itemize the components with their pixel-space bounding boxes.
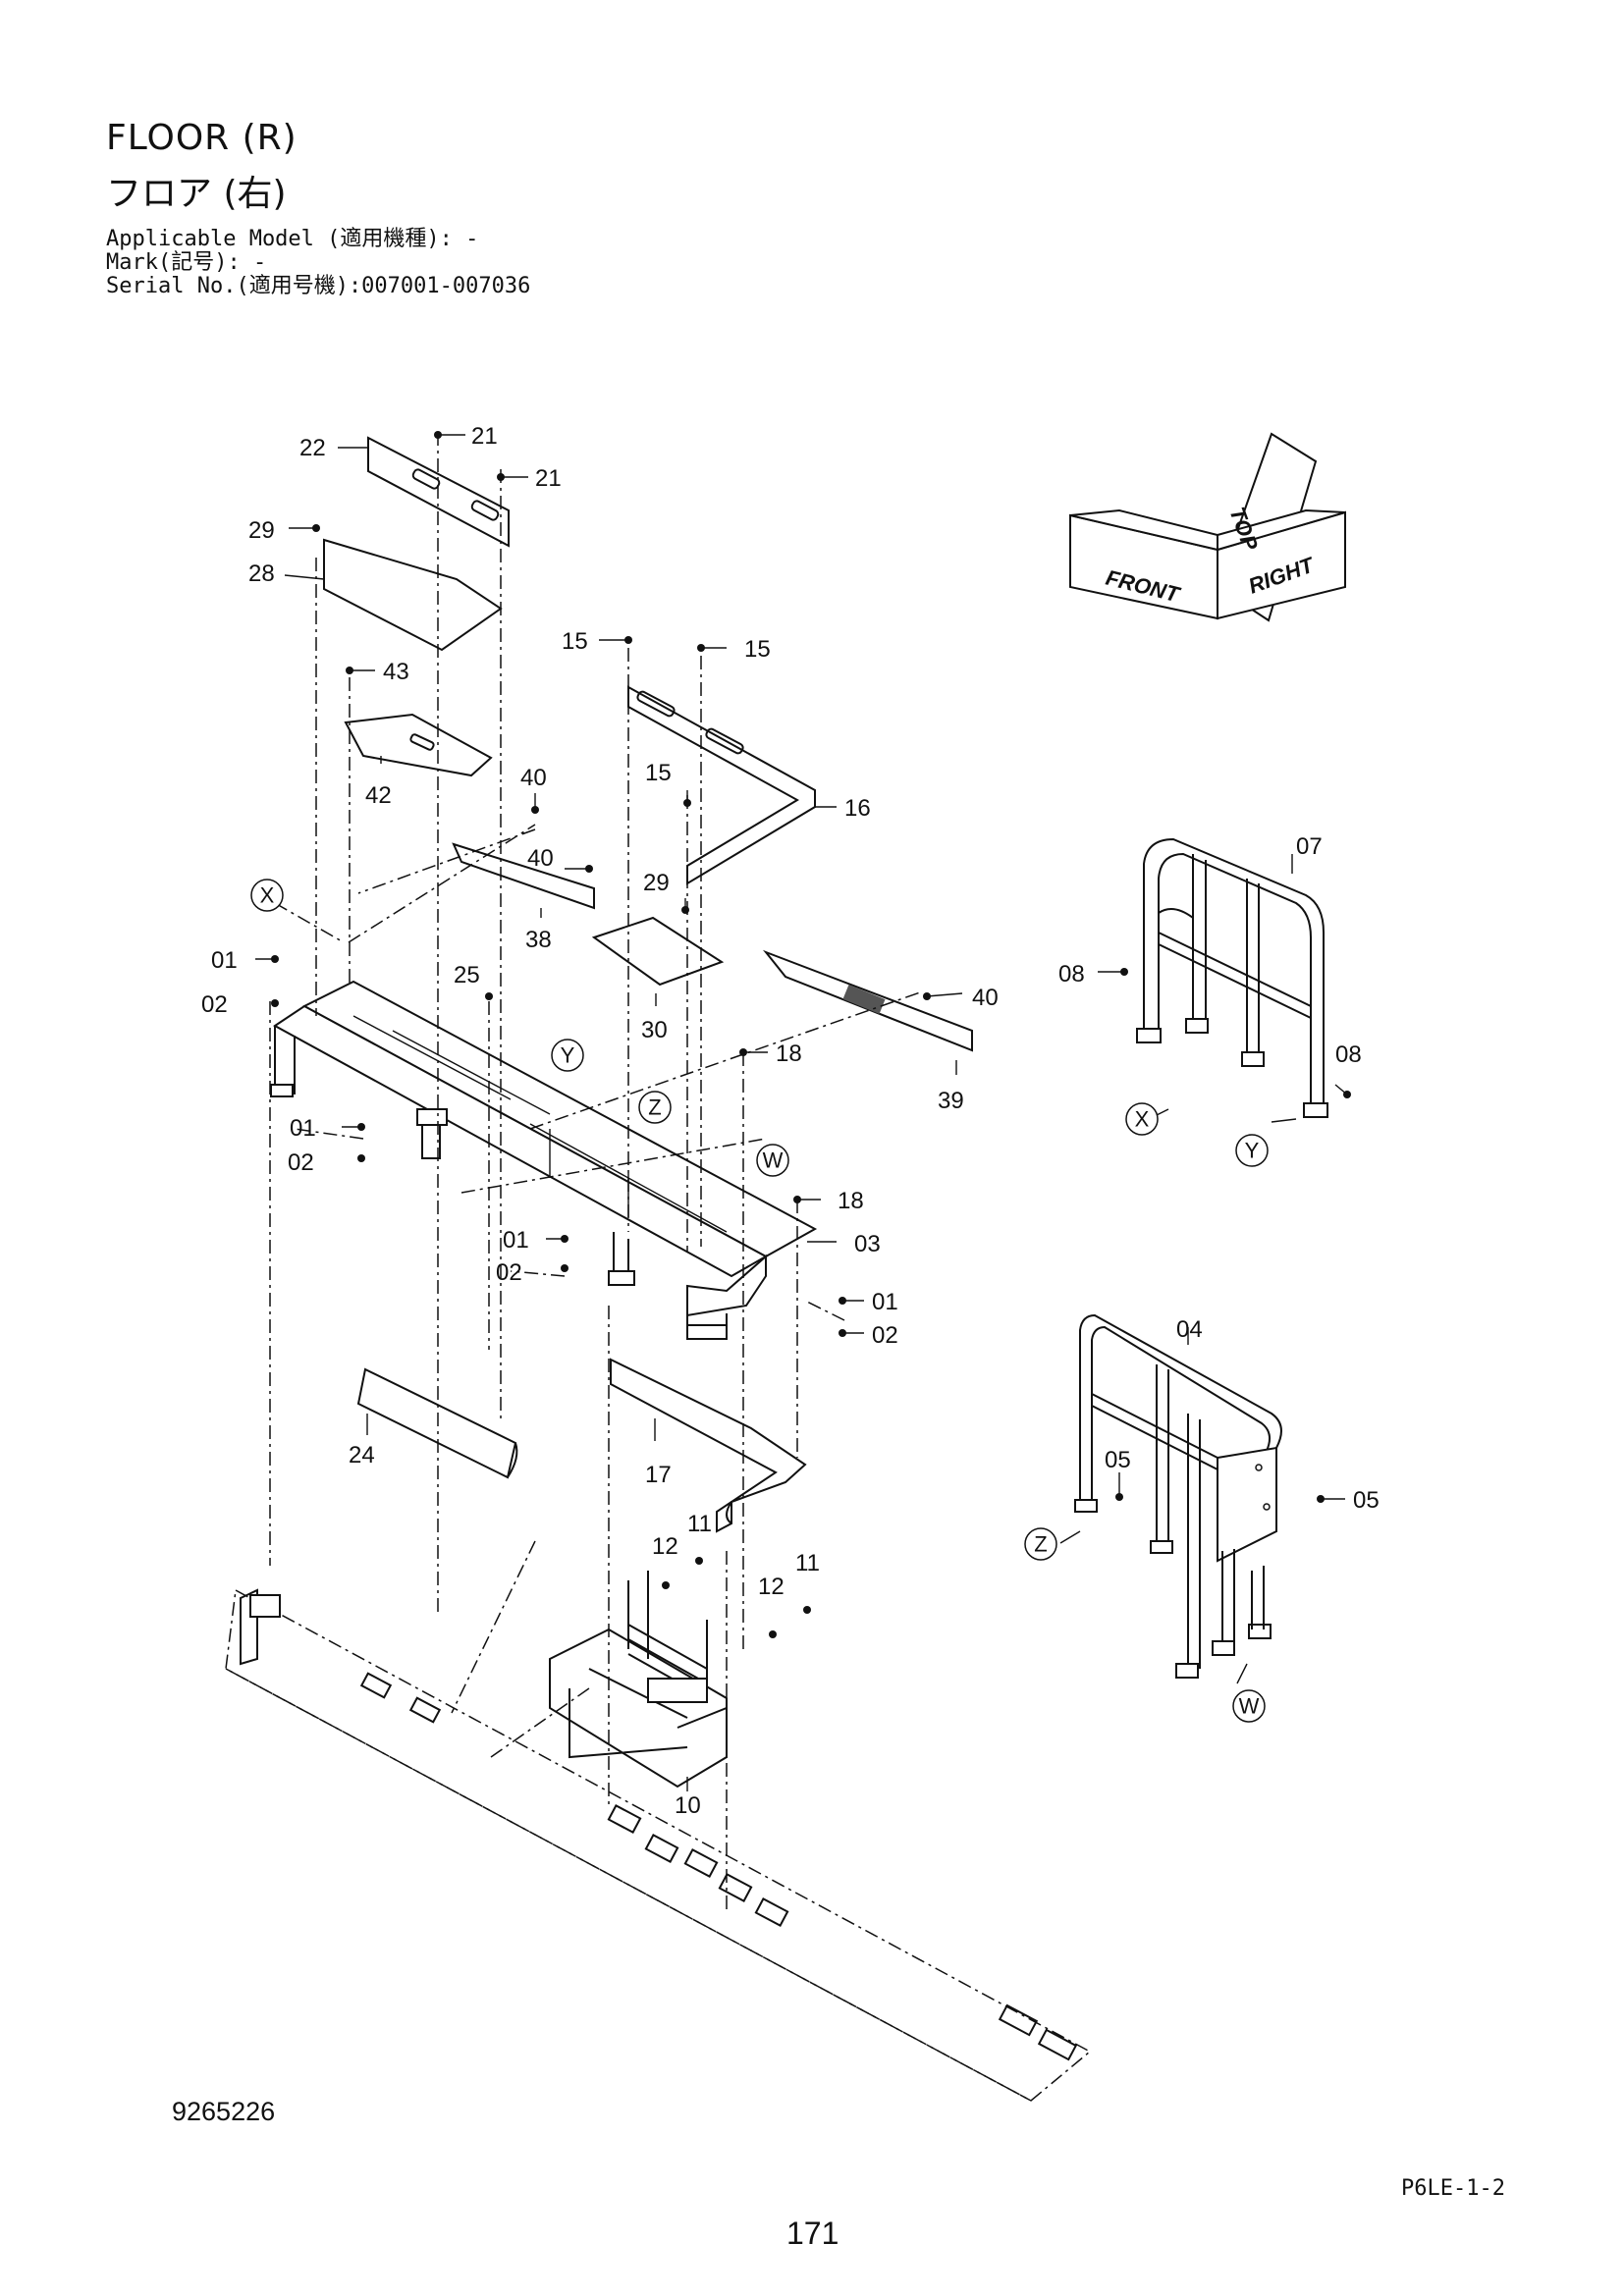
callout-21: 21	[535, 465, 562, 492]
callout-11: 11	[687, 1511, 712, 1537]
document-number: 9265226	[172, 2097, 276, 2126]
reference-marks: X Y Z W X Y Z W	[250, 879, 1269, 1723]
callout-02: 02	[201, 991, 228, 1018]
callout-02: 02	[288, 1149, 314, 1176]
callout-02: 02	[872, 1322, 898, 1349]
assembly-lines	[269, 432, 924, 1914]
callout-43: 43	[383, 659, 409, 685]
callout-03: 03	[854, 1231, 881, 1257]
callout-39: 39	[938, 1088, 964, 1114]
callout-22: 22	[299, 435, 326, 461]
part-07-handrail	[1136, 837, 1328, 1118]
part-30-plate	[591, 916, 725, 987]
callout-01: 01	[872, 1289, 898, 1315]
callout-42: 42	[365, 782, 392, 809]
ref-mark-z: Z	[648, 1095, 661, 1120]
ref-mark-z: Z	[1034, 1532, 1047, 1557]
page-title: FLOOR (R)	[106, 118, 298, 158]
part-42-cover	[344, 713, 493, 777]
serial-number: Serial No.(適用号機):007001-007036	[106, 274, 531, 298]
base-frame	[225, 1588, 1092, 2102]
ref-mark-y: Y	[1245, 1139, 1260, 1163]
callout-40: 40	[520, 765, 547, 791]
leader-lines	[255, 431, 1351, 1791]
callout-16: 16	[844, 795, 871, 822]
callout-01: 01	[211, 947, 238, 974]
part-24-step	[356, 1367, 518, 1479]
part-38-bracket	[452, 842, 595, 910]
callout-08: 08	[1335, 1041, 1362, 1068]
page-title-japanese: フロア (右)	[106, 174, 287, 214]
callout-01: 01	[503, 1227, 529, 1254]
ref-mark-x: X	[1135, 1107, 1150, 1132]
part-17-step	[610, 1358, 807, 1533]
ref-mark-x: X	[260, 883, 275, 908]
callout-10: 10	[675, 1792, 701, 1819]
callout-29: 29	[643, 870, 670, 896]
callout-12: 12	[758, 1574, 785, 1600]
applicable-model: Applicable Model (適用機種): -	[106, 227, 479, 251]
part-39-cover	[762, 949, 973, 1052]
callouts: 22 21 21 29 28 15 15 43 15 16 42 40 40 2…	[201, 423, 1380, 1819]
callout-12: 12	[652, 1533, 678, 1560]
callout-05: 05	[1105, 1447, 1131, 1473]
part-04-handrail	[1074, 1313, 1282, 1679]
part-10-ladder	[549, 1571, 728, 1789]
ref-mark-w: W	[1239, 1694, 1260, 1719]
callout-08: 08	[1058, 961, 1085, 988]
callout-01: 01	[290, 1115, 316, 1142]
callout-04: 04	[1176, 1316, 1203, 1343]
callout-15: 15	[645, 760, 672, 786]
callout-25: 25	[454, 962, 480, 988]
ref-mark-w: W	[763, 1148, 784, 1173]
orientation-indicator: FRONT TOP RIGHT	[1069, 432, 1346, 622]
applicability-info: Applicable Model (適用機種): - Mark(記号): - S…	[106, 228, 530, 298]
callout-40: 40	[527, 845, 554, 872]
ref-mark-y: Y	[561, 1043, 575, 1068]
callout-15: 15	[744, 636, 771, 663]
callout-07: 07	[1296, 833, 1323, 860]
callout-40: 40	[972, 985, 999, 1011]
callout-18: 18	[838, 1188, 864, 1214]
callout-05: 05	[1353, 1487, 1380, 1514]
callout-02: 02	[496, 1259, 522, 1286]
callout-38: 38	[525, 927, 552, 953]
callout-24: 24	[349, 1442, 375, 1468]
page-code: P6LE-1-2	[1401, 2176, 1505, 2201]
callout-30: 30	[641, 1017, 668, 1043]
page-number: 171	[786, 2216, 839, 2251]
part-03-main-frame	[270, 980, 818, 1340]
callout-29: 29	[248, 517, 275, 544]
callout-21: 21	[471, 423, 498, 450]
callout-18: 18	[776, 1041, 802, 1067]
mark: Mark(記号): -	[106, 250, 267, 275]
callout-17: 17	[645, 1462, 672, 1488]
callout-11: 11	[795, 1550, 820, 1576]
part-28-plate	[323, 538, 503, 652]
callout-28: 28	[248, 561, 275, 587]
callout-15: 15	[562, 628, 588, 655]
